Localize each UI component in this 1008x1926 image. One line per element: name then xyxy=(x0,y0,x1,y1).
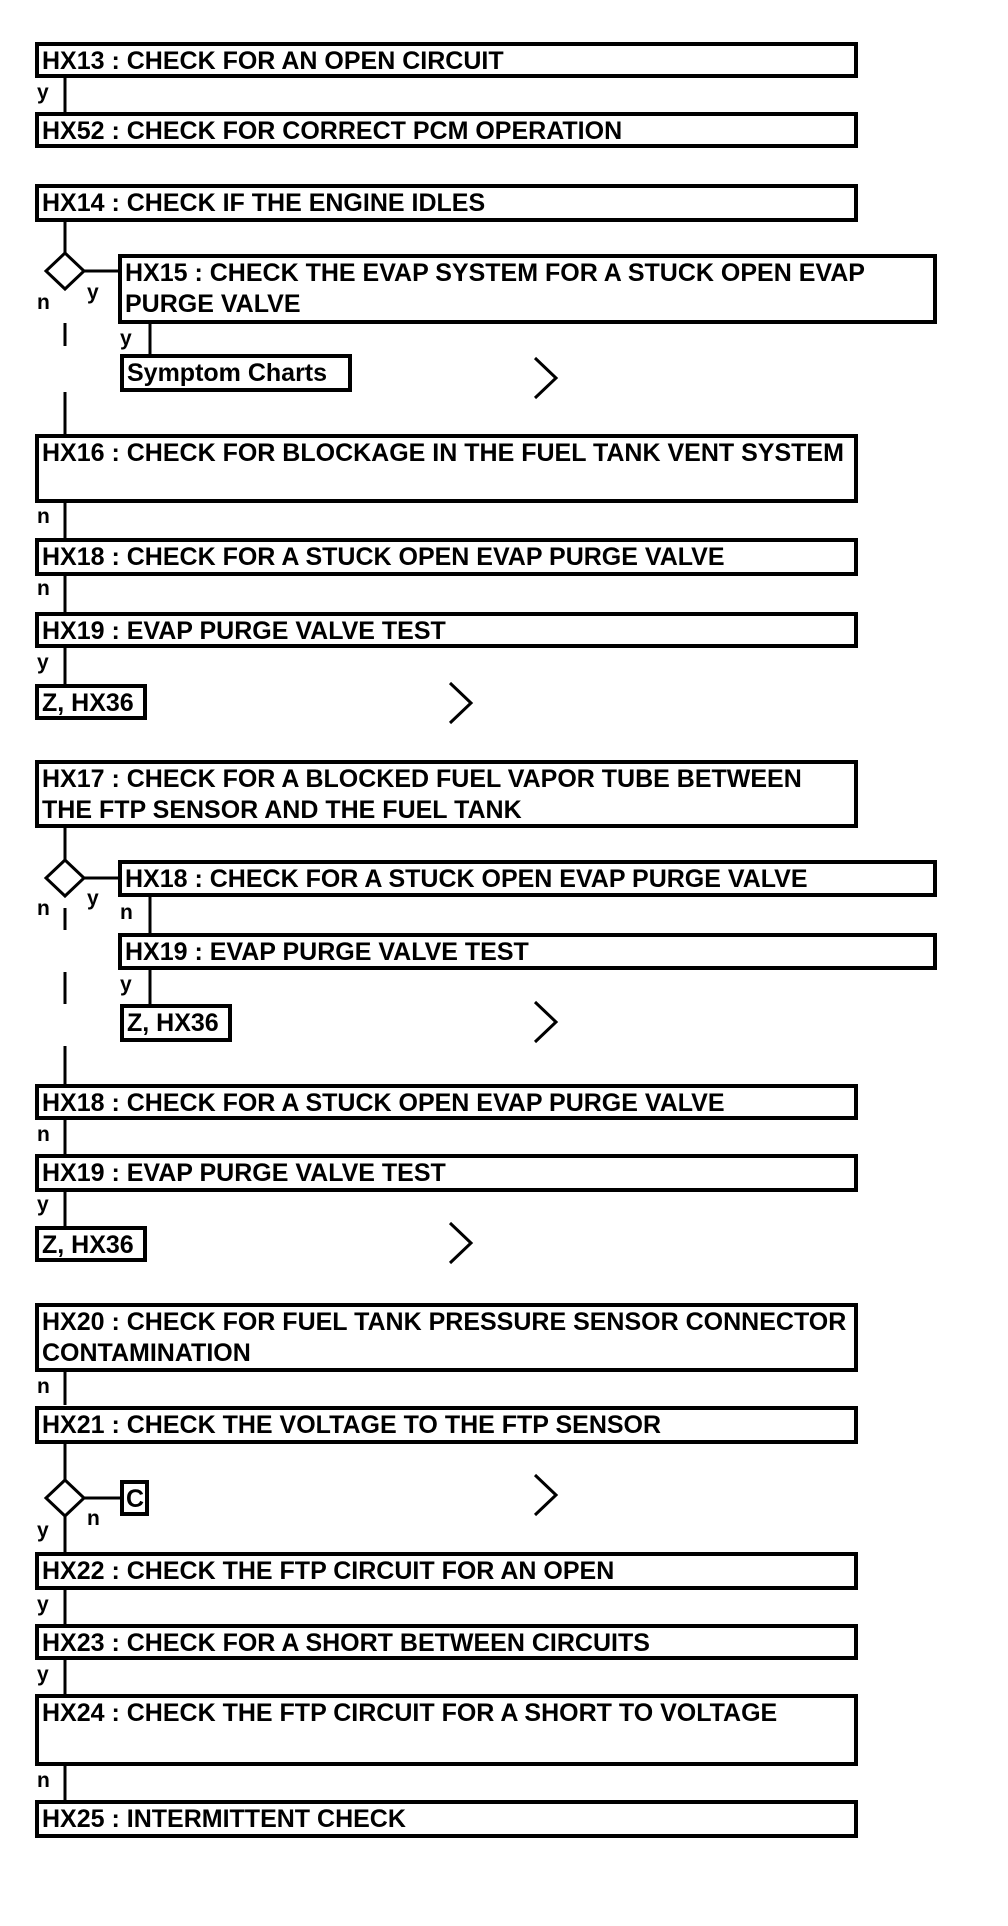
branch-label: n xyxy=(37,291,50,314)
step-hx18-c: HX18 : CHECK FOR A STUCK OPEN EVAP PURGE… xyxy=(35,1084,858,1120)
branch-label: y xyxy=(37,1519,49,1542)
branch-label: y xyxy=(120,327,132,350)
step-hx52: HX52 : CHECK FOR CORRECT PCM OPERATION xyxy=(35,112,858,148)
chevron-right-icon xyxy=(533,1473,559,1517)
step-z-hx36-c: Z, HX36 xyxy=(35,1226,147,1262)
step-hx17: HX17 : CHECK FOR A BLOCKED FUEL VAPOR TU… xyxy=(35,760,858,828)
step-hx19-a: HX19 : EVAP PURGE VALVE TEST xyxy=(35,612,858,648)
chevron-right-icon xyxy=(448,681,474,725)
chevron-right-icon xyxy=(448,1221,474,1265)
branch-label: y xyxy=(37,81,49,104)
step-hx15: HX15 : CHECK THE EVAP SYSTEM FOR A STUCK… xyxy=(118,254,937,324)
step-hx22: HX22 : CHECK THE FTP CIRCUIT FOR AN OPEN xyxy=(35,1552,858,1590)
step-c: C xyxy=(120,1480,149,1516)
branch-label: n xyxy=(37,577,50,600)
step-hx19-c: HX19 : EVAP PURGE VALVE TEST xyxy=(35,1154,858,1192)
step-hx20: HX20 : CHECK FOR FUEL TANK PRESSURE SENS… xyxy=(35,1303,858,1372)
step-z-hx36-a: Z, HX36 xyxy=(35,684,147,720)
branch-label: y xyxy=(87,281,99,304)
branch-label: n xyxy=(37,505,50,528)
step-hx24: HX24 : CHECK THE FTP CIRCUIT FOR A SHORT… xyxy=(35,1694,858,1766)
step-z-hx36-b: Z, HX36 xyxy=(120,1004,232,1042)
chevron-right-icon xyxy=(533,1000,559,1044)
branch-label: y xyxy=(87,887,99,910)
step-hx23: HX23 : CHECK FOR A SHORT BETWEEN CIRCUIT… xyxy=(35,1624,858,1660)
step-symptom-charts: Symptom Charts xyxy=(120,354,352,392)
step-hx13: HX13 : CHECK FOR AN OPEN CIRCUIT xyxy=(35,42,858,78)
branch-label: y xyxy=(120,973,132,996)
branch-label: n xyxy=(37,1123,50,1146)
step-hx25: HX25 : INTERMITTENT CHECK xyxy=(35,1800,858,1838)
branch-label: n xyxy=(37,1375,50,1398)
branch-label: n xyxy=(87,1507,100,1530)
step-hx18-a: HX18 : CHECK FOR A STUCK OPEN EVAP PURGE… xyxy=(35,538,858,576)
branch-label: n xyxy=(37,1769,50,1792)
branch-label: n xyxy=(37,897,50,920)
step-hx19-b: HX19 : EVAP PURGE VALVE TEST xyxy=(118,933,937,970)
step-hx16: HX16 : CHECK FOR BLOCKAGE IN THE FUEL TA… xyxy=(35,434,858,503)
branch-label: n xyxy=(120,901,133,924)
branch-label: y xyxy=(37,1193,49,1216)
decision-diamond xyxy=(43,250,87,292)
chevron-right-icon xyxy=(533,356,559,400)
branch-label: y xyxy=(37,1663,49,1686)
step-hx21: HX21 : CHECK THE VOLTAGE TO THE FTP SENS… xyxy=(35,1406,858,1444)
step-hx14: HX14 : CHECK IF THE ENGINE IDLES xyxy=(35,184,858,222)
decision-diamond xyxy=(43,1477,87,1519)
branch-label: y xyxy=(37,1593,49,1616)
decision-diamond xyxy=(43,857,87,899)
branch-label: y xyxy=(37,651,49,674)
step-hx18-b: HX18 : CHECK FOR A STUCK OPEN EVAP PURGE… xyxy=(118,860,937,897)
